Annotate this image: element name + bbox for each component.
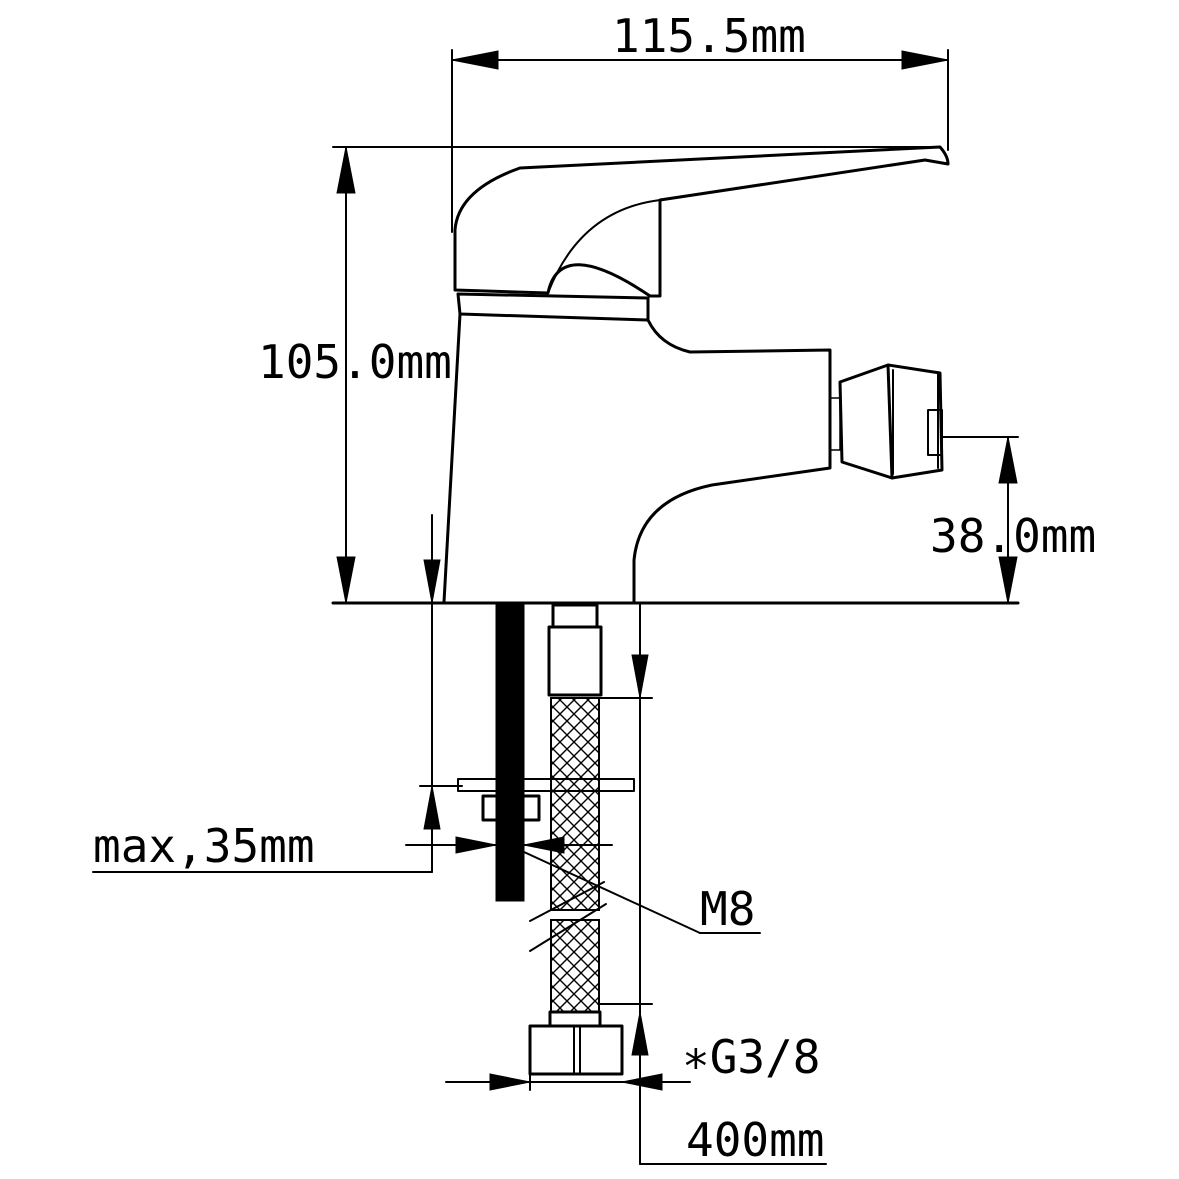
spout-height-label: 38.0mm <box>930 509 1096 563</box>
spout-aerator <box>829 363 944 480</box>
height-dimension <box>332 146 941 604</box>
lever-handle <box>453 145 950 298</box>
faucet-body <box>331 145 1020 605</box>
spout-height-dimension <box>941 436 1019 604</box>
rod-width-dimension <box>405 836 761 934</box>
height-label: 105.0mm <box>258 335 452 389</box>
thread-label: M8 <box>700 882 755 936</box>
max-thickness-label: max,35mm <box>93 819 315 873</box>
hose-length-label: 400mm <box>686 1113 824 1167</box>
body-outline <box>442 312 832 604</box>
max-thickness-dimension <box>92 514 463 873</box>
width-dimension <box>451 49 949 233</box>
lever-inner-curve <box>547 199 661 294</box>
fixing-nut <box>481 794 541 822</box>
connector-label: ∗G3/8 <box>682 1030 820 1084</box>
width-label: 115.5mm <box>612 9 806 63</box>
mounting-plate <box>457 778 635 792</box>
hose-length-dimension <box>597 603 827 1165</box>
threaded-rod-m8 <box>495 603 525 902</box>
cartridge-collar <box>456 292 650 322</box>
connector-width-dimension <box>445 1073 691 1091</box>
